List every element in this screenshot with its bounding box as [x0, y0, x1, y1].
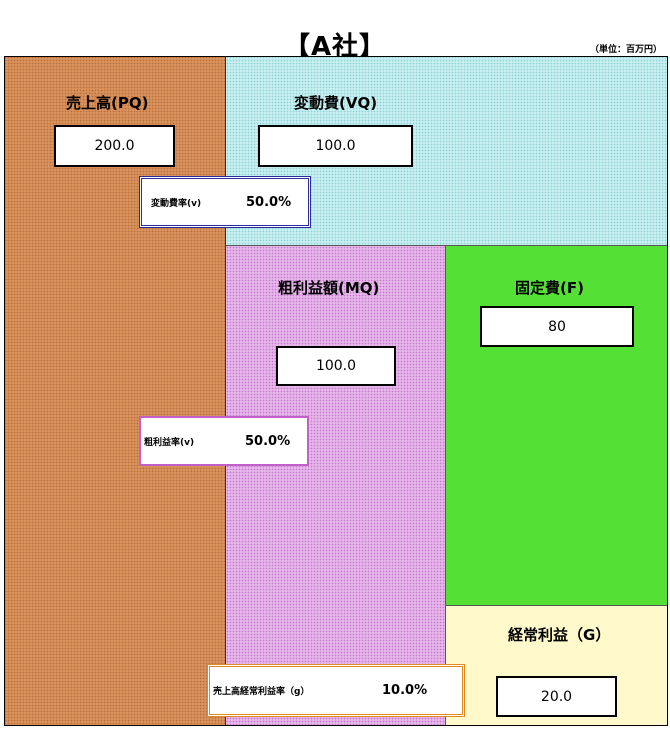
ordinary-profit-ratio-label: 売上高経常利益率（g） [213, 687, 310, 697]
unit-note: （単位：百万円） [589, 45, 662, 55]
ordinary-profit-ratio-value: 10.0% [382, 683, 428, 698]
ordinary-profit-ratio-box: 売上高経常利益率（g） 10.0% [207, 664, 465, 717]
marginal-profit-ratio-value: 50.0% [245, 433, 291, 449]
marginal-profit-ratio-label: 粗利益率(v) [144, 437, 195, 448]
variable-cost-ratio-box: 変動費率(v) 50.0% [139, 176, 311, 228]
sales-label: 売上高(PQ) [66, 94, 149, 112]
marginal-profit-label: 粗利益額(MQ) [278, 279, 380, 297]
diagram-frame [4, 56, 668, 726]
variable-cost-value: 100.0 [258, 125, 413, 167]
ordinary-profit-label: 経常利益（G） [508, 626, 611, 644]
variable-cost-ratio-value: 50.0% [246, 194, 292, 210]
variable-cost-label: 変動費(VQ) [294, 94, 378, 112]
sales-region [4, 56, 226, 726]
fixed-cost-label: 固定費(F) [515, 279, 584, 297]
sales-value: 200.0 [54, 125, 175, 167]
marginal-profit-ratio-box: 粗利益率(v) 50.0% [139, 416, 309, 466]
ordinary-profit-value: 20.0 [496, 676, 617, 717]
fixed-cost-value: 80 [480, 306, 634, 347]
marginal-profit-value: 100.0 [276, 346, 396, 386]
marginal-profit-region [226, 246, 446, 726]
variable-cost-ratio-label: 変動費率(v) [151, 198, 202, 209]
